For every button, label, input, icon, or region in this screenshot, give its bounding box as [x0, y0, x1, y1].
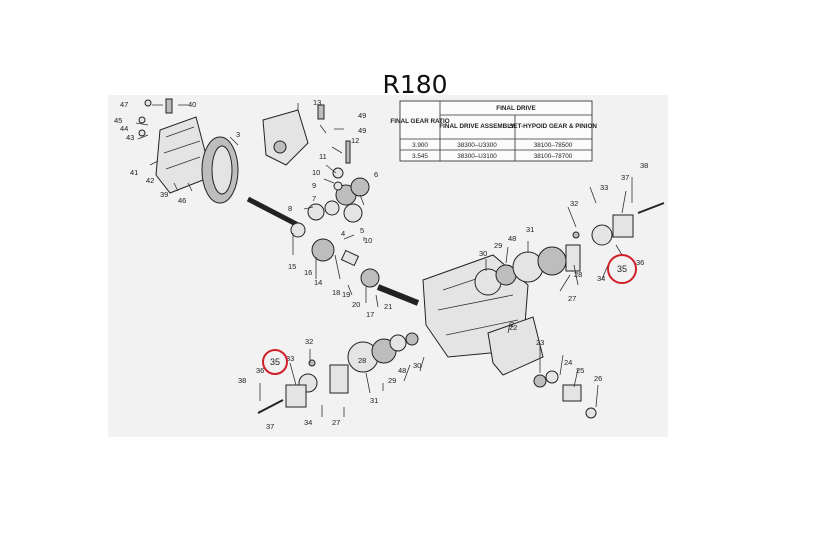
callout: 36: [256, 366, 264, 375]
parts-drawing: [135, 98, 665, 419]
callout: 5: [360, 226, 364, 235]
callout: 8: [288, 204, 292, 213]
callout-35-left: 35: [270, 357, 280, 367]
callout: 4: [341, 229, 345, 238]
callout: 29: [388, 376, 396, 385]
callout: 46: [178, 196, 186, 205]
callout: 18: [332, 288, 340, 297]
callout: 48: [508, 234, 516, 243]
callout: 27: [332, 418, 340, 427]
callout: 43: [126, 133, 134, 142]
table-cell: 38300–U3300: [457, 142, 497, 149]
table-cell: 38300–U3100: [457, 153, 497, 160]
callout: 49: [358, 111, 366, 120]
callout: 30: [479, 249, 487, 258]
gear-ratio-table: FINAL GEAR RATIO FINAL DRIVE FINAL DRIVE…: [390, 100, 597, 162]
table-header-set: SET-HYPOID GEAR & PINION: [509, 123, 597, 130]
callout: 14: [314, 278, 322, 287]
callout: 40: [188, 100, 196, 109]
callout: 10: [312, 168, 320, 177]
callout: 12: [351, 136, 359, 145]
highlight-callout-35-right: 35: [607, 254, 637, 284]
callout: 37: [266, 422, 274, 431]
callout: 42: [146, 176, 154, 185]
callout: 34: [597, 274, 605, 283]
callout-35-right: 35: [617, 264, 627, 274]
table-cell: 3.900: [412, 142, 428, 149]
callout: 27: [568, 294, 576, 303]
callout-numbers: 47 40 45 44 43 41 42 39 46 3 13 49 49 12…: [114, 98, 648, 431]
callout: 17: [366, 310, 374, 319]
callout: 6: [374, 170, 378, 179]
callout: 36: [636, 258, 644, 267]
callout: 30: [413, 361, 421, 370]
callout: 2: [510, 320, 514, 329]
callout: 32: [570, 199, 578, 208]
callout: 26: [594, 374, 602, 383]
callout: 44: [120, 124, 128, 133]
callout: 29: [494, 241, 502, 250]
table-header-group: FINAL DRIVE: [496, 105, 535, 112]
table-cell: 3.545: [412, 153, 428, 160]
callout: 33: [286, 354, 294, 363]
callout: 34: [304, 418, 312, 427]
callout: 25: [576, 366, 584, 375]
callout: 19: [342, 290, 350, 299]
callout: 31: [526, 225, 534, 234]
callout: 28: [358, 356, 366, 365]
callout: 7: [312, 194, 316, 203]
table-cell: 38100–78700: [534, 153, 573, 160]
page-title: R180: [382, 70, 448, 99]
callout: 10: [364, 236, 372, 245]
callout: 39: [160, 190, 168, 199]
callout: 38: [640, 161, 648, 170]
callout: 32: [305, 337, 313, 346]
callout: 31: [370, 396, 378, 405]
callout: 45: [114, 116, 122, 125]
callout: 3: [236, 130, 240, 139]
callout: 24: [564, 358, 572, 367]
callout: 16: [304, 268, 312, 277]
callout: 23: [536, 338, 544, 347]
callout: 37: [621, 173, 629, 182]
callout: 38: [238, 376, 246, 385]
callout: 21: [384, 302, 392, 311]
table-cell: 38100–78500: [534, 142, 573, 149]
callout: 33: [600, 183, 608, 192]
callout: 47: [120, 100, 128, 109]
exploded-parts-diagram: FINAL GEAR RATIO FINAL DRIVE FINAL DRIVE…: [108, 95, 668, 437]
callout: 49: [358, 126, 366, 135]
table-header-assembly: FINAL DRIVE ASSEMBLY: [439, 123, 515, 130]
callout: 41: [130, 168, 138, 177]
callout: 28: [574, 270, 582, 279]
callout: 20: [352, 300, 360, 309]
callout: 9: [312, 181, 316, 190]
highlight-callout-35-left: 35: [262, 349, 288, 375]
callout: 15: [288, 262, 296, 271]
callout: 13: [313, 98, 321, 107]
callout: 22: [509, 323, 517, 332]
table-header-ratio: FINAL GEAR RATIO: [390, 118, 449, 125]
callout: 11: [319, 152, 327, 161]
callout: 48: [398, 366, 406, 375]
